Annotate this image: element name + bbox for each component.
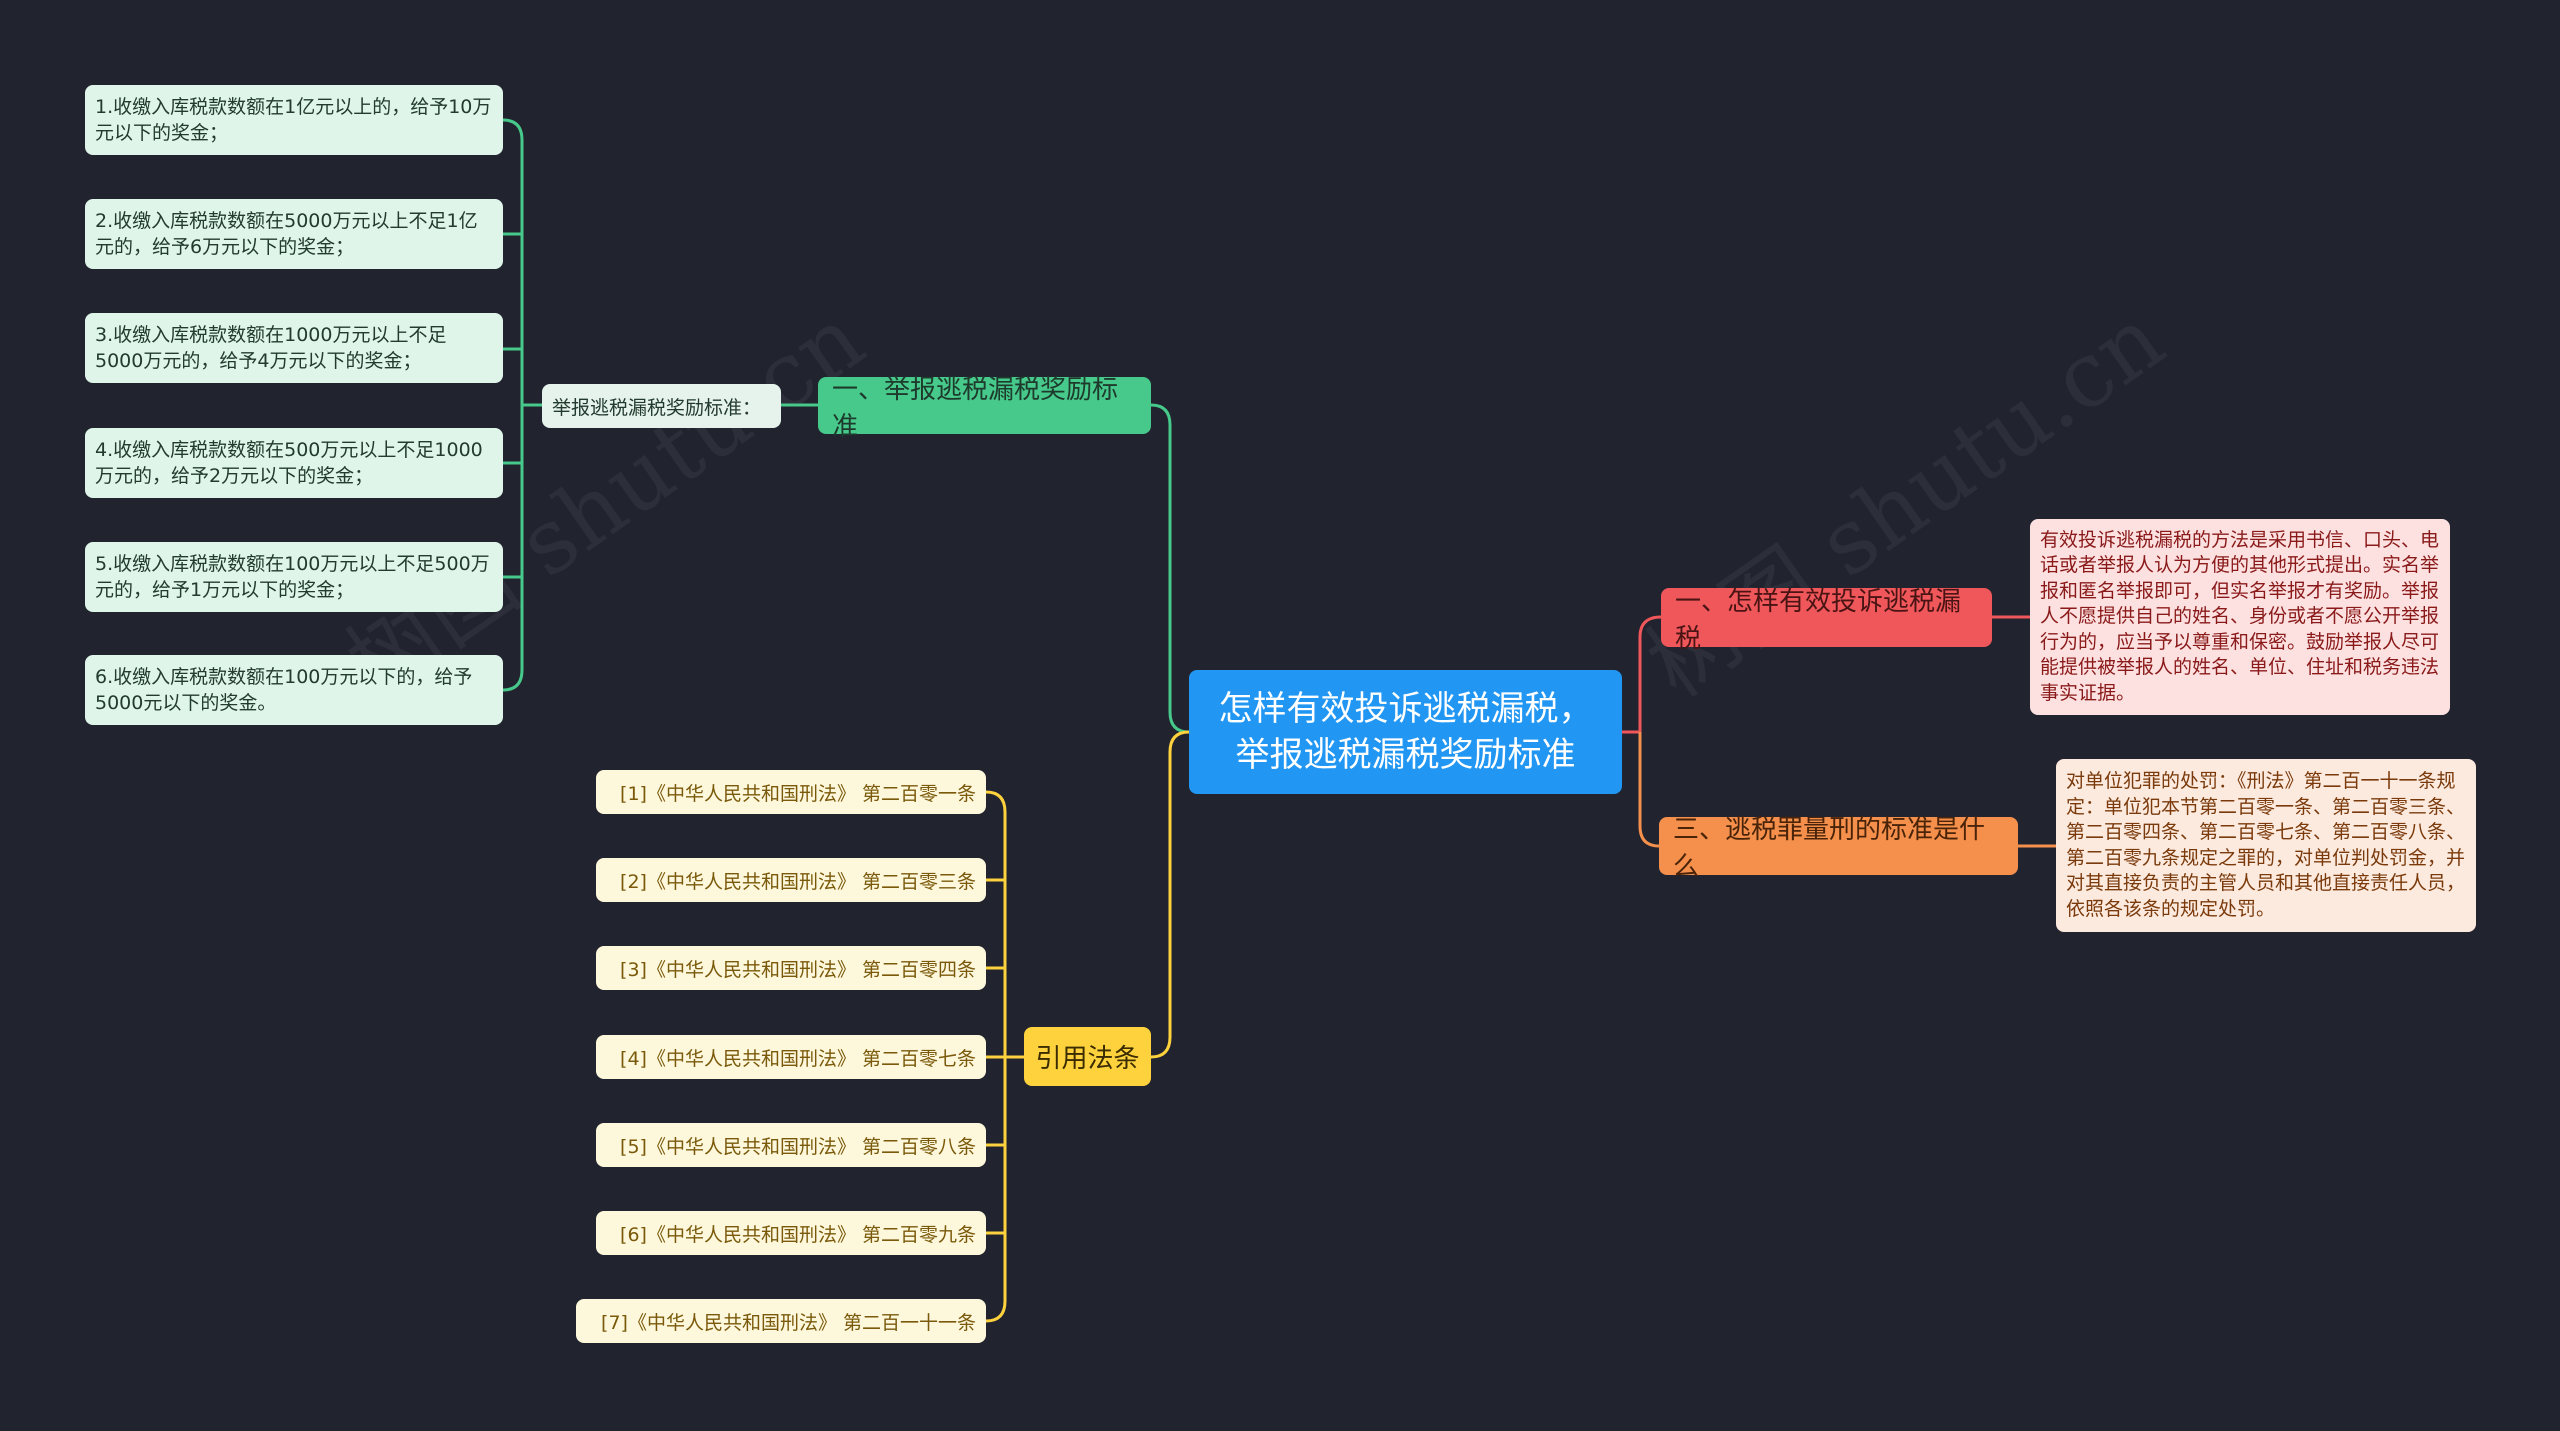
reward-item-text: 3.收缴入库税款数额在1000万元以上不足5000万元的，给予4万元以下的奖金； [95, 324, 447, 372]
citation-item[interactable]: [3]《中华人民共和国刑法》 第二百零四条 [596, 946, 986, 990]
penalty-branch-title: 三、逃税罪量刑的标准是什么 [1673, 815, 1986, 882]
complain-branch-title: 一、怎样有效投诉逃税漏税 [1675, 586, 1962, 654]
reward-label-node[interactable]: 举报逃税漏税奖励标准： [542, 384, 781, 428]
citation-text: [4]《中华人民共和国刑法》 第二百零七条 [620, 1047, 976, 1070]
citation-item[interactable]: [7]《中华人民共和国刑法》 第二百一十一条 [576, 1299, 986, 1343]
citation-item[interactable]: [6]《中华人民共和国刑法》 第二百零九条 [596, 1211, 986, 1255]
connector-green [502, 118, 524, 692]
reward-item[interactable]: 2.收缴入库税款数额在5000万元以上不足1亿元的，给予6万元以下的奖金； [85, 199, 503, 269]
reward-label-text: 举报逃税漏税奖励标准： [552, 396, 762, 419]
reward-branch-node[interactable]: 一、举报逃税漏税奖励标准 [818, 375, 1151, 442]
citation-text: [7]《中华人民共和国刑法》 第二百一十一条 [601, 1311, 976, 1334]
citation-text: [3]《中华人民共和国刑法》 第二百零四条 [620, 958, 976, 981]
reward-item[interactable]: 6.收缴入库税款数额在100万元以下的，给予5000元以下的奖金。 [85, 655, 503, 725]
reward-item[interactable]: 1.收缴入库税款数额在1亿元以上的，给予10万元以下的奖金； [85, 85, 503, 155]
reward-item-text: 5.收缴入库税款数额在100万元以上不足500万元的，给予1万元以下的奖金； [95, 553, 490, 601]
penalty-branch-node[interactable]: 三、逃税罪量刑的标准是什么 [1659, 815, 2018, 882]
citation-text: [2]《中华人民共和国刑法》 第二百零三条 [620, 870, 976, 893]
citation-text: [5]《中华人民共和国刑法》 第二百零八条 [620, 1135, 976, 1158]
central-topic-title: 怎样有效投诉逃税漏税，举报逃税漏税奖励标准 [1218, 689, 1593, 775]
complain-branch-node[interactable]: 一、怎样有效投诉逃税漏税 [1661, 587, 1992, 654]
citation-text: [6]《中华人民共和国刑法》 第二百零九条 [620, 1223, 976, 1246]
citations-branch-node[interactable]: 引用法条 [1024, 1027, 1151, 1086]
connector-green [503, 232, 522, 579]
reward-item[interactable]: 4.收缴入库税款数额在500万元以上不足1000万元的，给予2万元以下的奖金； [85, 428, 503, 498]
citation-item[interactable]: [5]《中华人民共和国刑法》 第二百零八条 [596, 1123, 986, 1167]
reward-item-text: 6.收缴入库税款数额在100万元以下的，给予5000元以下的奖金。 [95, 666, 473, 714]
penalty-detail-node[interactable]: 对单位犯罪的处罚：《刑法》第二百一十一条规定：单位犯本节第二百零一条、第二百零三… [2056, 759, 2476, 932]
citation-item[interactable]: [1]《中华人民共和国刑法》 第二百零一条 [596, 770, 986, 814]
citation-item[interactable]: [2]《中华人民共和国刑法》 第二百零三条 [596, 858, 986, 902]
reward-item[interactable]: 3.收缴入库税款数额在1000万元以上不足5000万元的，给予4万元以下的奖金； [85, 313, 503, 383]
citation-text: [1]《中华人民共和国刑法》 第二百零一条 [620, 782, 976, 805]
citation-item[interactable]: [4]《中华人民共和国刑法》 第二百零七条 [596, 1035, 986, 1079]
connector-red [1622, 615, 1662, 734]
complain-detail-text: 有效投诉逃税漏税的方法是采用书信、口头、电话或者举报人认为方便的其他形式提出。实… [2040, 528, 2440, 704]
complain-detail-node[interactable]: 有效投诉逃税漏税的方法是采用书信、口头、电话或者举报人认为方便的其他形式提出。实… [2030, 519, 2450, 715]
reward-item-text: 2.收缴入库税款数额在5000万元以上不足1亿元的，给予6万元以下的奖金； [95, 210, 478, 258]
central-topic-node[interactable]: 怎样有效投诉逃税漏税，举报逃税漏税奖励标准 [1189, 670, 1622, 794]
connector-yellow [1150, 730, 1190, 1059]
penalty-detail-text: 对单位犯罪的处罚：《刑法》第二百一十一条规定：单位犯本节第二百零一条、第二百零三… [2066, 770, 2466, 920]
reward-item-text: 4.收缴入库税款数额在500万元以上不足1000万元的，给予2万元以下的奖金； [95, 439, 483, 487]
connector-orange [1638, 732, 1660, 848]
reward-item[interactable]: 5.收缴入库税款数额在100万元以上不足500万元的，给予1万元以下的奖金； [85, 542, 503, 612]
citations-branch-title: 引用法条 [1035, 1044, 1140, 1074]
reward-item-text: 1.收缴入库税款数额在1亿元以上的，给予10万元以下的奖金； [95, 96, 492, 144]
reward-branch-title: 一、举报逃税漏税奖励标准 [832, 374, 1119, 442]
connector-yellow [986, 878, 1005, 1235]
connector-green [1150, 403, 1190, 734]
